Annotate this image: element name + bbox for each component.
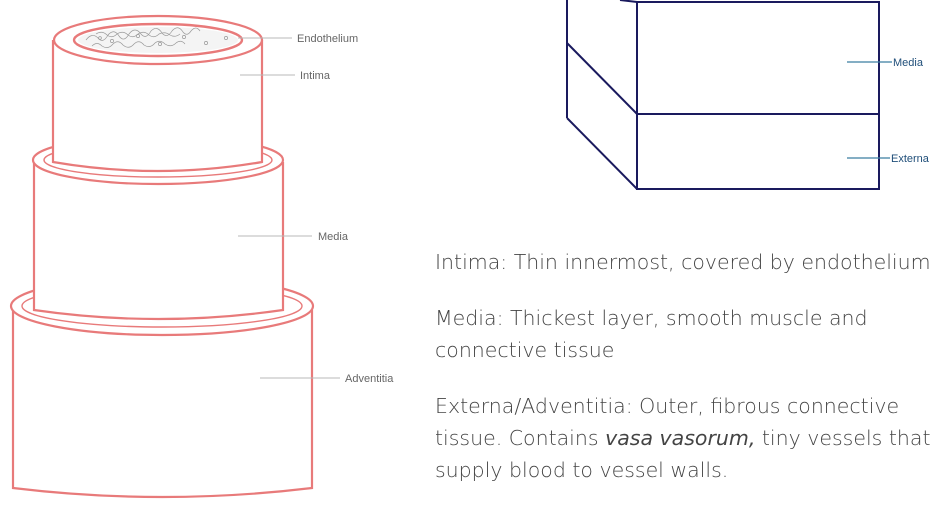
media-label: Media [318,231,349,243]
vasa-vasorum-term: vasa vasorum, [605,426,756,450]
block-externa-label: Externa [891,153,930,165]
intima-label: Intima [300,70,331,82]
endothelium-layer [78,27,238,53]
block-label-lines [847,61,892,159]
intima-description: Intima: Thin innermost, covered by endot… [435,250,931,274]
externa-description: Externa/Adventitia: Outer, fibrous conne… [435,390,935,486]
block-front-face [636,1,880,190]
adventitia-label: Adventitia [345,373,394,385]
layer-descriptions: Intima: Thin innermost, covered by endot… [435,246,943,510]
block-media-label: Media [893,57,924,69]
externa-description-end: tiny vessels that supply blood to vessel… [435,426,931,482]
media-description: Media: Thickest layer, smooth muscle and… [435,306,868,362]
intima-layer [51,14,264,173]
endothelium-label: Endothelium [297,33,358,45]
vessel-label-lines [238,37,340,379]
externa-description-start: Externa/Adventitia: Outer, fibrous conne… [435,394,900,450]
wall-layer-block [566,0,880,190]
blood-vessel-illustration [9,14,315,499]
